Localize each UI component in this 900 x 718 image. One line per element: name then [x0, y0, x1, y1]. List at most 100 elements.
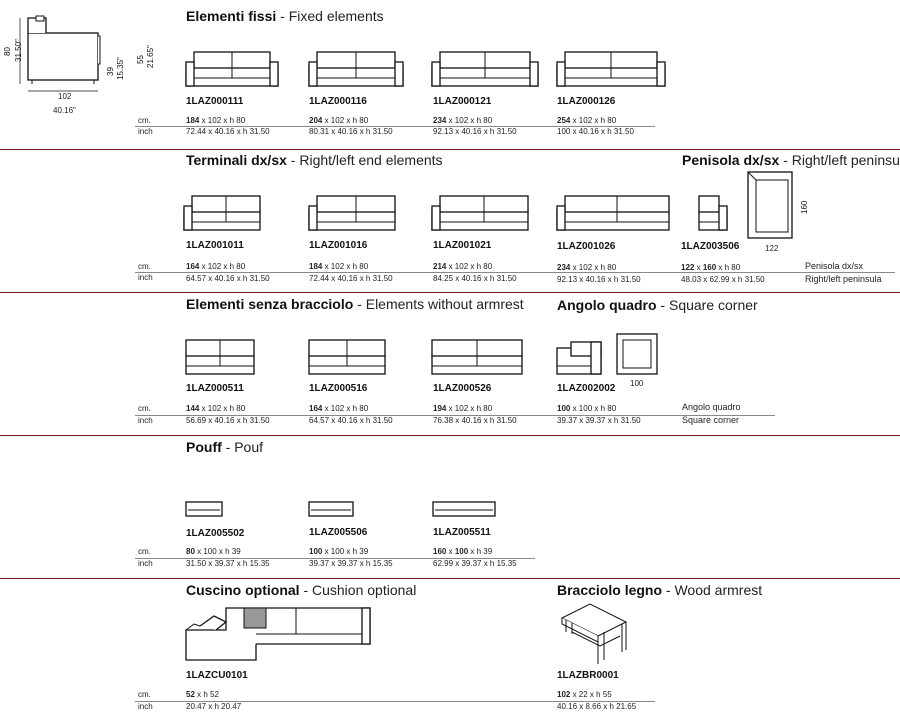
section-separator [0, 149, 900, 150]
sofa-icon [308, 51, 404, 87]
sofa-icon [185, 339, 255, 375]
dimension-cm: 204 x 102 x h 80 [309, 116, 369, 125]
sofa-icon [556, 51, 666, 87]
dimension-cm: 122 x 160 x h 80 [681, 263, 741, 272]
section-title-terminals: Terminali dx/sx - Right/left end element… [186, 152, 443, 168]
sofa-icon [183, 195, 261, 231]
dimension-cm: 214 x 102 x h 80 [433, 262, 493, 271]
side-depth-inch: 40.16" [53, 106, 76, 115]
product-code: 1LAZ000511 [186, 383, 244, 394]
dimension-cm: 254 x 102 x h 80 [557, 116, 617, 125]
side-seat-height-cm: 39 [106, 67, 115, 76]
sofa-icon [185, 51, 279, 87]
sofa-icon [698, 195, 728, 231]
dimension-inch: 80.31 x 40.16 x h 31.50 [309, 127, 393, 136]
section-separator [0, 435, 900, 436]
unit-cm-label: cm. [138, 690, 151, 699]
dimension-inch: 100 x 40.16 x h 31.50 [557, 127, 634, 136]
corner-plan-icon [616, 333, 658, 375]
wood-armrest-icon [560, 603, 628, 664]
peninsula-depth: 160 [800, 200, 809, 214]
side-height-inch: 31.50" [14, 39, 23, 62]
divider [135, 126, 655, 127]
corner-note-en: Square corner [682, 415, 740, 425]
product-code: 1LAZ001021 [433, 240, 492, 251]
product-code: 1LAZ005502 [186, 528, 245, 539]
side-height-cm: 80 [3, 47, 12, 56]
dimension-inch: 84.25 x 40.16 x h 31.50 [433, 274, 517, 283]
dimension-cm: 80 x 100 x h 39 [186, 547, 241, 556]
dimension-inch: 64.57 x 40.16 x h 31.50 [309, 416, 393, 425]
corner-side: 100 [630, 379, 644, 388]
unit-inch-label: inch [138, 416, 153, 425]
section-title-fixed: Elementi fissi - Fixed elements [186, 8, 384, 24]
dimension-inch: 76.38 x 40.16 x h 31.50 [433, 416, 517, 425]
sofa-icon [431, 339, 523, 375]
product-code: 1LAZBR0001 [557, 670, 619, 681]
section-separator [0, 578, 900, 579]
pouf-icon [185, 501, 223, 517]
dimension-inch: 31.50 x 39.37 x h 15.35 [186, 559, 270, 568]
section-title-cushion: Cuscino optional - Cushion optional [186, 582, 417, 598]
sofa-icon [308, 195, 396, 231]
dimension-inch: 62.99 x 39.37 x h 15.35 [433, 559, 517, 568]
sofa-icon [431, 51, 539, 87]
divider [135, 701, 655, 702]
unit-cm-label: cm. [138, 547, 151, 556]
section-separator [0, 292, 900, 293]
sofa-icon [431, 195, 529, 231]
dimension-inch: 72.44 x 40.16 x h 31.50 [309, 274, 393, 283]
dimension-inch: 39.37 x 39.37 x h 15.35 [309, 559, 393, 568]
product-code: 1LAZ000516 [309, 383, 368, 394]
unit-inch-label: inch [138, 559, 153, 568]
dimension-cm: 234 x 102 x h 80 [557, 263, 617, 272]
dimension-inch: 40.16 x 8.66 x h 21.65 [557, 702, 637, 711]
product-code: 1LAZ005506 [309, 527, 368, 538]
dimension-inch: 56.69 x 40.16 x h 31.50 [186, 416, 270, 425]
section-title-armless: Elementi senza bracciolo - Elements with… [186, 296, 524, 312]
section-title-square-corner: Angolo quadro - Square corner [557, 297, 758, 313]
section-title-pouf: Pouff - Pouf [186, 439, 264, 455]
corner-note-it: Angolo quadro [682, 402, 741, 412]
section-title-peninsula: Penisola dx/sx - Right/left peninsula [682, 152, 900, 168]
product-code: 1LAZ001011 [186, 240, 244, 251]
dimension-cm: 164 x 102 x h 80 [309, 404, 369, 413]
dimension-inch: 20.47 x h 20.47 [186, 702, 242, 711]
unit-cm-label: cm. [138, 404, 151, 413]
divider [135, 415, 775, 416]
dimension-cm: 194 x 102 x h 80 [433, 404, 493, 413]
dimension-cm: 102 x 22 x h 55 [557, 690, 612, 699]
dimension-cm: 184 x 102 x h 80 [186, 116, 246, 125]
section-title-wood-armrest: Bracciolo legno - Wood armrest [557, 582, 763, 598]
peninsula-width: 122 [765, 244, 779, 253]
product-code: 1LAZ000526 [433, 383, 492, 394]
side-depth-cm: 102 [58, 92, 72, 101]
unit-inch-label: inch [138, 127, 153, 136]
dimension-inch: 64.57 x 40.16 x h 31.50 [186, 274, 270, 283]
product-code: 1LAZ000121 [433, 96, 492, 107]
cushion-sofa-icon [185, 607, 371, 661]
product-code: 1LAZ002002 [557, 383, 616, 394]
corner-sofa-icon [556, 341, 602, 375]
peninsula-note-en: Right/left peninsula [805, 274, 882, 284]
sofa-icon [308, 339, 386, 375]
dimension-cm: 164 x 102 x h 80 [186, 262, 246, 271]
dimension-inch: 92.13 x 40.16 x h 31.50 [433, 127, 517, 136]
dimension-cm: 144 x 102 x h 80 [186, 404, 246, 413]
side-view-drawing [19, 15, 101, 92]
dimension-inch: 48.03 x 62.99 x h 31.50 [681, 275, 765, 284]
dimension-cm: 160 x 100 x h 39 [433, 547, 493, 556]
peninsula-plan-icon [747, 171, 793, 239]
dimension-cm: 52 x h 52 [186, 690, 219, 699]
product-code: 1LAZ003506 [681, 241, 740, 252]
unit-cm-label: cm. [138, 116, 151, 125]
product-code: 1LAZ005511 [433, 527, 491, 538]
side-back-height-cm: 55 [136, 55, 145, 64]
product-code: 1LAZ000126 [557, 96, 616, 107]
dimension-inch: 39.37 x 39.37 x h 31.50 [557, 416, 641, 425]
side-back-height-inch: 21.65" [146, 45, 155, 68]
product-code: 1LAZ000116 [309, 96, 367, 107]
product-code: 1LAZ001026 [557, 241, 616, 252]
dimension-inch: 72.44 x 40.16 x h 31.50 [186, 127, 270, 136]
pouf-icon [432, 501, 496, 517]
